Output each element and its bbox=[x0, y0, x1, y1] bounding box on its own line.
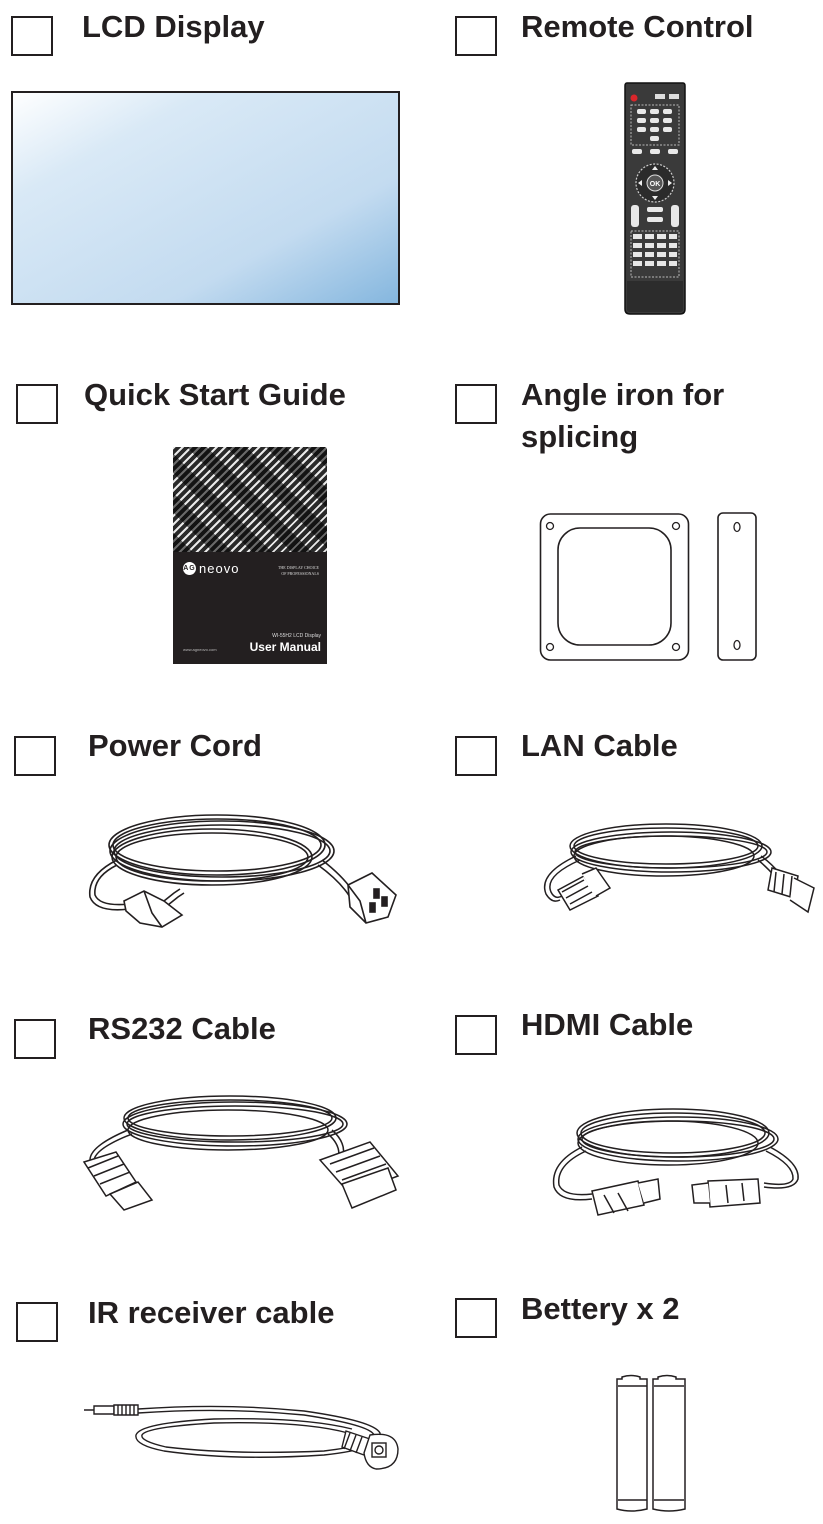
manual-brand: neovo bbox=[199, 561, 240, 576]
ir-cable-icon bbox=[84, 1393, 404, 1478]
battery-icon bbox=[614, 1374, 689, 1514]
label-rs232-cable: RS232 Cable bbox=[88, 1011, 276, 1046]
power-cord-icon bbox=[82, 805, 402, 930]
label-ir-cable: IR receiver cable bbox=[88, 1295, 335, 1330]
checkbox-ir-cable[interactable] bbox=[16, 1302, 58, 1342]
label-lcd-display: LCD Display bbox=[82, 9, 265, 44]
manual-cover-pattern bbox=[173, 447, 327, 552]
manual-tagline: THE DISPLAY CHOICE OF PROFESSIONALS bbox=[278, 565, 319, 577]
manual-model: WI-55H2 LCD Display bbox=[272, 633, 321, 639]
remote-control-icon: OK bbox=[623, 81, 687, 316]
manual-tagline-2: OF PROFESSIONALS bbox=[281, 571, 319, 576]
manual-tagline-1: THE DISPLAY CHOICE bbox=[277, 565, 319, 570]
checkbox-angle-iron[interactable] bbox=[455, 384, 497, 424]
label-hdmi-cable: HDMI Cable bbox=[521, 1007, 694, 1042]
label-angle-iron: Angle iron for splicing bbox=[521, 377, 725, 454]
label-remote-control: Remote Control bbox=[521, 9, 754, 44]
checkbox-remote-control[interactable] bbox=[455, 16, 497, 56]
brand-badge-icon: AG bbox=[183, 562, 196, 575]
lcd-display-icon bbox=[11, 91, 400, 305]
manual-icon: AG neovo THE DISPLAY CHOICE OF PROFESSIO… bbox=[173, 447, 327, 664]
manual-website: www.agneovo.com bbox=[183, 647, 217, 652]
lan-cable-icon bbox=[536, 816, 816, 926]
rs232-cable-icon bbox=[80, 1090, 405, 1220]
manual-title: User Manual bbox=[249, 640, 321, 654]
checkbox-battery[interactable] bbox=[455, 1298, 497, 1338]
label-power-cord: Power Cord bbox=[88, 728, 262, 763]
label-lan-cable: LAN Cable bbox=[521, 728, 678, 763]
label-battery: Bettery x 2 bbox=[521, 1291, 680, 1326]
checkbox-lan-cable[interactable] bbox=[455, 736, 497, 776]
hdmi-cable-icon bbox=[548, 1103, 803, 1228]
checkbox-quick-start-guide[interactable] bbox=[16, 384, 58, 424]
checkbox-power-cord[interactable] bbox=[14, 736, 56, 776]
manual-brand-logo: AG neovo bbox=[183, 561, 239, 576]
remote-ok-label: OK bbox=[650, 181, 661, 188]
checkbox-rs232-cable[interactable] bbox=[14, 1019, 56, 1059]
checkbox-lcd-display[interactable] bbox=[11, 16, 53, 56]
label-quick-start-guide: Quick Start Guide bbox=[84, 377, 346, 412]
angle-iron-icon bbox=[539, 512, 759, 662]
checkbox-hdmi-cable[interactable] bbox=[455, 1015, 497, 1055]
